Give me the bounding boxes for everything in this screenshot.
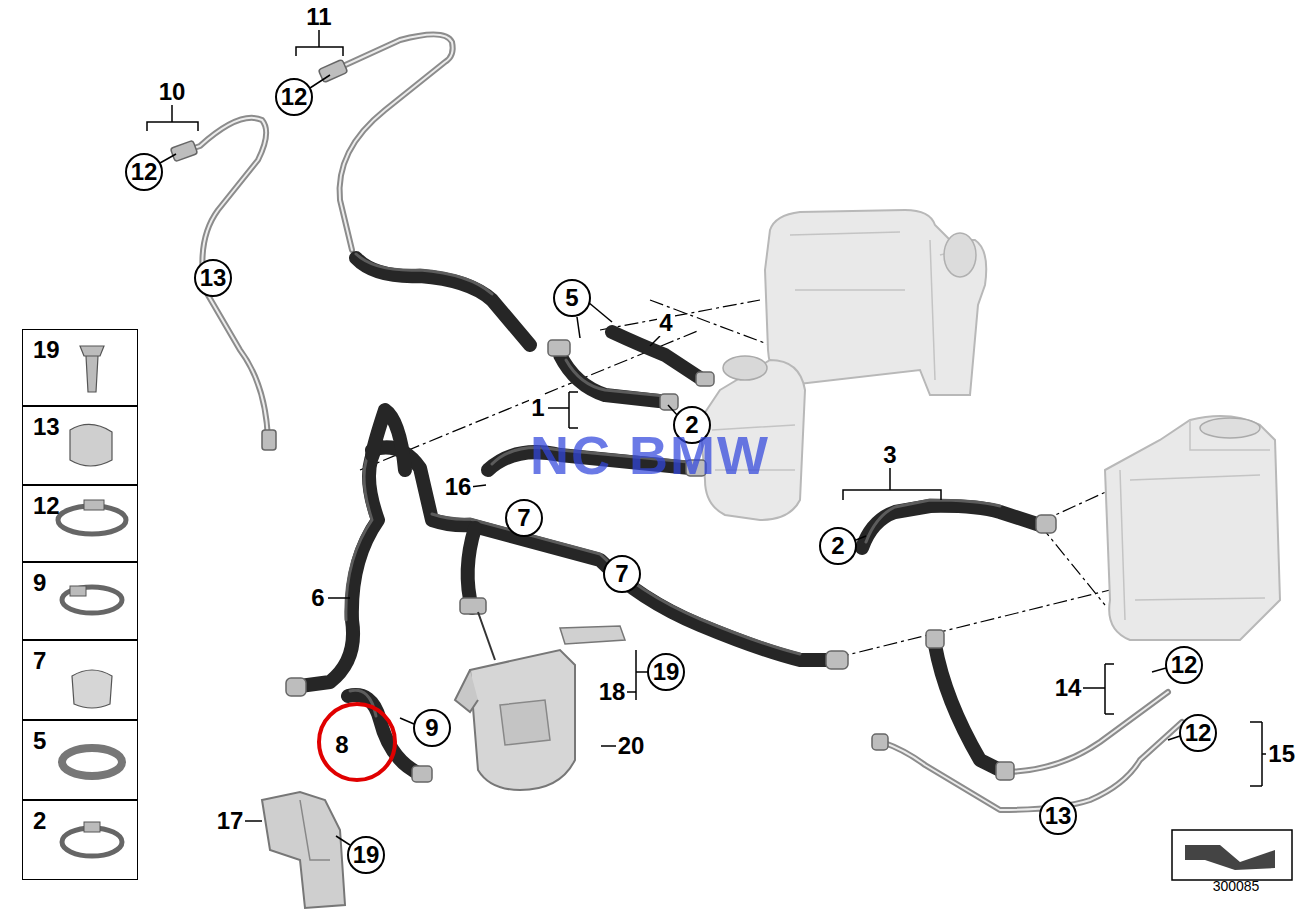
callout-circle: 19 — [347, 836, 386, 875]
callout-circle: 12 — [1165, 646, 1204, 685]
callout-number: 2 — [33, 807, 46, 834]
part-number: 14 — [1053, 675, 1084, 701]
callout-number: 12 — [1171, 653, 1198, 677]
callout-number: 19 — [653, 660, 680, 684]
watermark: NC BMW — [530, 428, 770, 482]
callout-number: 19 — [33, 336, 60, 363]
part-number: 16 — [443, 474, 474, 500]
diagram-number: 300085 — [1213, 879, 1260, 893]
callout-number: 12 — [1185, 721, 1212, 745]
part-number: 20 — [616, 733, 647, 759]
part-number: 18 — [597, 679, 628, 705]
part-cell: 9 — [22, 562, 138, 640]
callout-number: 13 — [200, 266, 227, 290]
part-number: 6 — [309, 585, 326, 611]
callout-number: 7 — [33, 647, 46, 674]
callout-number: 9 — [33, 569, 46, 596]
part-number: 10 — [157, 79, 188, 105]
callout-circle: 13 — [1039, 797, 1078, 836]
callout-number: 7 — [517, 506, 530, 530]
callout-circle: 2 — [819, 527, 857, 565]
callout-circle: 13 — [194, 259, 233, 298]
callout-number: 19 — [353, 843, 380, 867]
part-cell: 5 — [22, 720, 138, 800]
callout-circle: 9 — [413, 709, 451, 747]
part-cell: 7 — [22, 640, 138, 720]
callout-number: 9 — [425, 716, 438, 740]
callout-number: 13 — [33, 413, 60, 440]
callout-circle: 12 — [1179, 714, 1218, 753]
callout-circle: 12 — [275, 78, 314, 117]
part-number: 1 — [529, 395, 546, 421]
part-number: 17 — [215, 808, 246, 834]
part-cell: 19 — [22, 329, 138, 406]
callout-number: 12 — [131, 160, 158, 184]
callout-number: 12 — [281, 85, 308, 109]
part-number: 11 — [304, 4, 333, 30]
part-cell: 2 — [22, 800, 138, 880]
part-cell: 12 — [22, 485, 138, 562]
part-number: 15 — [1266, 741, 1297, 767]
callout-circle: 5 — [553, 279, 591, 317]
callout-number: 12 — [33, 492, 60, 519]
callout-number: 2 — [831, 534, 844, 558]
callout-circle: 7 — [603, 555, 641, 593]
part-cell: 13 — [22, 406, 138, 485]
part-number: 8 — [333, 732, 350, 758]
callout-number: 7 — [615, 562, 628, 586]
callout-number: 5 — [565, 286, 578, 310]
part-number: 3 — [881, 442, 898, 468]
callout-circle: 19 — [647, 653, 686, 692]
callout-circle: 7 — [505, 499, 543, 537]
callout-circle: 12 — [125, 153, 164, 192]
callout-number: 13 — [1045, 804, 1072, 828]
part-number: 4 — [657, 310, 674, 336]
callout-number: 5 — [33, 727, 46, 754]
